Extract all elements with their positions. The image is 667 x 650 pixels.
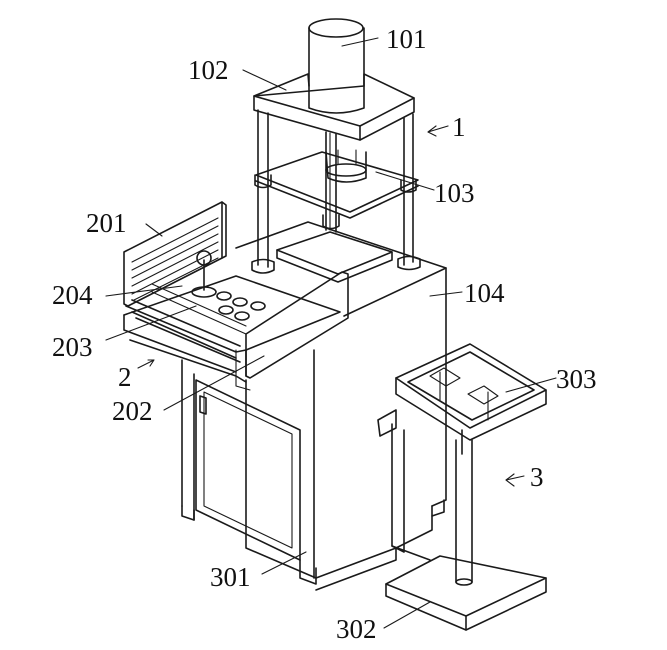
label-101: 101 <box>386 24 427 54</box>
reference-labels: 101 102 1 103 201 104 204 203 2 202 303 … <box>52 24 597 644</box>
leader-lines <box>105 37 557 629</box>
label-202: 202 <box>112 396 153 426</box>
label-2: 2 <box>118 362 132 392</box>
label-104: 104 <box>464 278 505 308</box>
pressing-plate <box>255 149 419 219</box>
machine-base <box>181 221 447 591</box>
control-console <box>123 250 349 391</box>
label-201: 201 <box>86 208 127 238</box>
top-plate <box>253 73 415 141</box>
label-301: 301 <box>210 562 251 592</box>
label-102: 102 <box>188 55 229 85</box>
label-204: 204 <box>52 280 93 310</box>
label-103: 103 <box>434 178 475 208</box>
label-303: 303 <box>556 364 597 394</box>
label-203: 203 <box>52 332 93 362</box>
label-302: 302 <box>336 614 377 644</box>
tool-rack <box>123 201 247 363</box>
label-1: 1 <box>452 112 466 142</box>
hydraulic-cylinder <box>308 18 365 114</box>
support-stand <box>377 343 547 631</box>
guide-columns <box>251 109 421 274</box>
label-3: 3 <box>530 462 544 492</box>
